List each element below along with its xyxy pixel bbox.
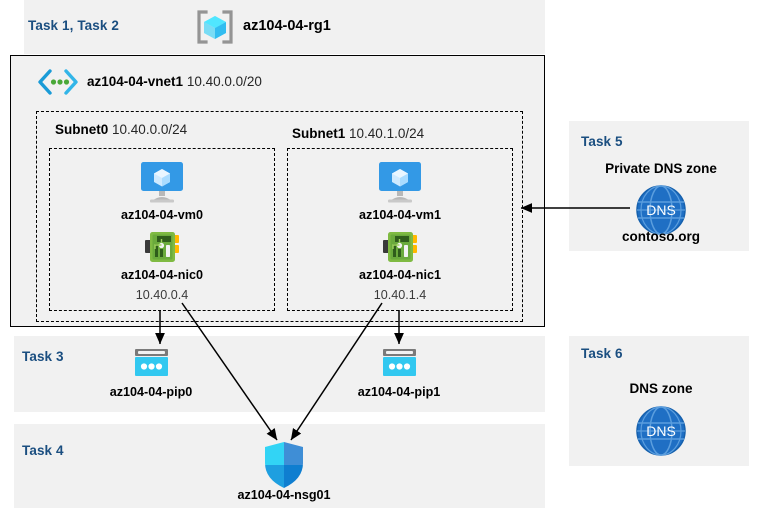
nsg-label: az104-04-nsg01 bbox=[237, 488, 331, 502]
dns-icon-text: DNS bbox=[646, 202, 676, 218]
dns-zone-heading: DNS zone bbox=[629, 381, 693, 396]
pip1-label: az104-04-pip1 bbox=[357, 385, 441, 399]
virtual-network-panel bbox=[10, 55, 545, 327]
task3-panel bbox=[14, 336, 545, 412]
nic0-label: az104-04-nic0 bbox=[121, 268, 203, 282]
task-label-4: Task 4 bbox=[22, 443, 64, 458]
subnet0-title: Subnet0 10.40.0.0/24 bbox=[55, 122, 187, 137]
nic0-ip: 10.40.0.4 bbox=[135, 288, 189, 302]
task-label-6: Task 6 bbox=[581, 346, 623, 361]
dns-zone-icon: DNS bbox=[634, 183, 688, 237]
task-label-3: Task 3 bbox=[22, 349, 64, 364]
task-label-1-2: Task 1, Task 2 bbox=[28, 18, 119, 33]
resource-group-name: az104-04-rg1 bbox=[243, 18, 331, 34]
dns-icon-text: DNS bbox=[646, 423, 676, 439]
nic1-label: az104-04-nic1 bbox=[359, 268, 441, 282]
nic1-ip: 10.40.1.4 bbox=[373, 288, 427, 302]
virtual-network-icon bbox=[36, 68, 80, 96]
private-dns-zone-heading: Private DNS zone bbox=[605, 161, 717, 176]
task-label-5: Task 5 bbox=[581, 134, 623, 149]
subnet1-name: Subnet1 bbox=[292, 126, 346, 141]
pip0-label: az104-04-pip0 bbox=[109, 385, 193, 399]
virtual-machine-icon bbox=[135, 160, 189, 204]
subnet1-title: Subnet1 10.40.1.0/24 bbox=[292, 126, 424, 141]
network-interface-icon bbox=[383, 231, 418, 264]
subnet1-cidr: 10.40.1.0/24 bbox=[349, 126, 425, 141]
resource-group-panel bbox=[24, 0, 545, 54]
vm1-label: az104-04-vm1 bbox=[359, 208, 441, 222]
subnet1-container bbox=[287, 148, 513, 311]
public-ip-address-icon bbox=[381, 348, 418, 378]
subnet0-cidr: 10.40.0.0/24 bbox=[112, 122, 188, 137]
virtual-machine-icon bbox=[373, 160, 427, 204]
private-dns-zone-name: contoso.org bbox=[622, 229, 700, 244]
subnet-group-container bbox=[36, 111, 523, 322]
network-security-group-icon bbox=[263, 441, 305, 489]
subnet0-name: Subnet0 bbox=[55, 122, 109, 137]
resource-group-icon bbox=[195, 7, 235, 47]
virtual-network-cidr: 10.40.0.0/20 bbox=[186, 74, 262, 89]
virtual-network-title: az104-04-vnet1 10.40.0.0/20 bbox=[87, 74, 262, 89]
public-ip-address-icon bbox=[133, 348, 170, 378]
virtual-network-name: az104-04-vnet1 bbox=[87, 74, 184, 89]
subnet0-container bbox=[49, 148, 275, 311]
vm0-label: az104-04-vm0 bbox=[121, 208, 203, 222]
dns-zone-icon: DNS bbox=[634, 404, 688, 458]
network-interface-icon bbox=[145, 231, 180, 264]
